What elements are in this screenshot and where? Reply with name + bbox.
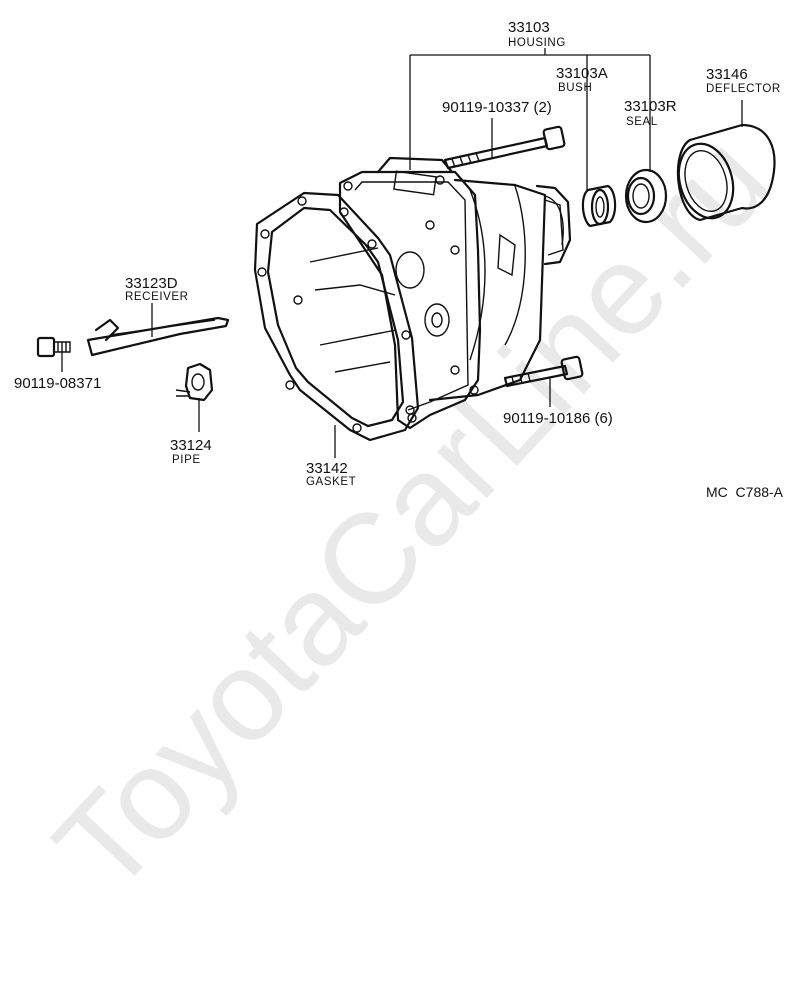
housing-flange-drawing [309,156,482,430]
receiver-drawing [86,316,230,357]
part-name-label: GASKET [306,476,356,488]
gasket-hole [367,239,377,249]
receiver-bolt-drawing [36,336,71,358]
housing-flange-outline [338,170,482,430]
watermark-text: ToyotaCarLine.ru [28,109,797,919]
seal-ring [624,168,668,224]
housing-rib [314,284,396,296]
part-name-label: SEAL [626,116,658,128]
bolt-head [36,336,56,358]
bolt-hole [450,365,460,375]
bush-drawing [581,184,617,228]
part-name-label: PIPE [172,454,201,466]
part-number-label: 33146 [706,66,748,83]
bolt-hole [435,175,445,185]
bolt-hole [339,207,349,217]
housing-top-mount-pad [376,156,454,174]
part-number-label: 33103 [508,19,550,36]
bolt-hole [469,385,479,395]
part-name-label: DEFLECTOR [706,83,781,95]
housing-rear-flange [535,184,572,266]
seal-drawing [624,168,668,224]
bush-ring [581,184,617,228]
part-number-label: 90119-10337 (2) [442,99,552,116]
callout-labels: 33103 HOUSING 33103A BUSH 33103R SEAL 33… [14,19,784,500]
gasket-hole [285,380,295,390]
gasket-inner [266,206,405,428]
housing-extension [428,178,547,402]
deflector-drawing [676,123,776,222]
long-bolt-head [542,125,566,151]
gasket-hole [293,295,303,305]
gasket-hole [260,229,270,239]
part-number-label: 33103A [556,65,608,82]
part-number-label: 33124 [170,437,212,454]
gasket-hole [297,196,307,206]
part-number-label: 33142 [306,460,348,477]
bolt-hole [450,245,460,255]
leader-lines [61,48,743,458]
gasket-holes [257,196,415,433]
long-bolt-shank [443,136,549,170]
housing-drawing [395,178,572,402]
part-number-label: 90119-10186 (6) [503,410,613,427]
part-name-label: HOUSING [508,37,566,49]
gasket-hole [257,267,267,277]
part-number-label: 33123D [125,275,178,292]
housing-rib [319,329,397,346]
diagram-code-label: MC C788-A [706,484,784,500]
long-bolt-top-drawing [443,125,566,170]
gasket-outline [253,191,420,442]
housing-rib [309,247,379,263]
part-number-label: 33103R [624,98,677,115]
gasket-hole [401,330,411,340]
long-bolt-shank [503,364,569,388]
housing-bolt-holes [339,175,479,423]
gasket-drawing [253,191,420,442]
long-bolt-bottom-drawing [503,355,584,388]
housing-rib [334,361,391,373]
bolt-hole [407,413,417,423]
bolt-hole [425,220,435,230]
housing-bore-rect [393,170,437,196]
part-name-label: BUSH [558,82,592,94]
receiver-bar [86,316,230,357]
part-number-label: 90119-08371 [14,375,101,392]
gasket-hole [352,423,362,433]
pipe-fitting-drawing [175,362,214,402]
bolt-hole [343,181,353,191]
long-bolt-head [560,355,584,381]
part-name-label: RECEIVER [125,291,189,303]
